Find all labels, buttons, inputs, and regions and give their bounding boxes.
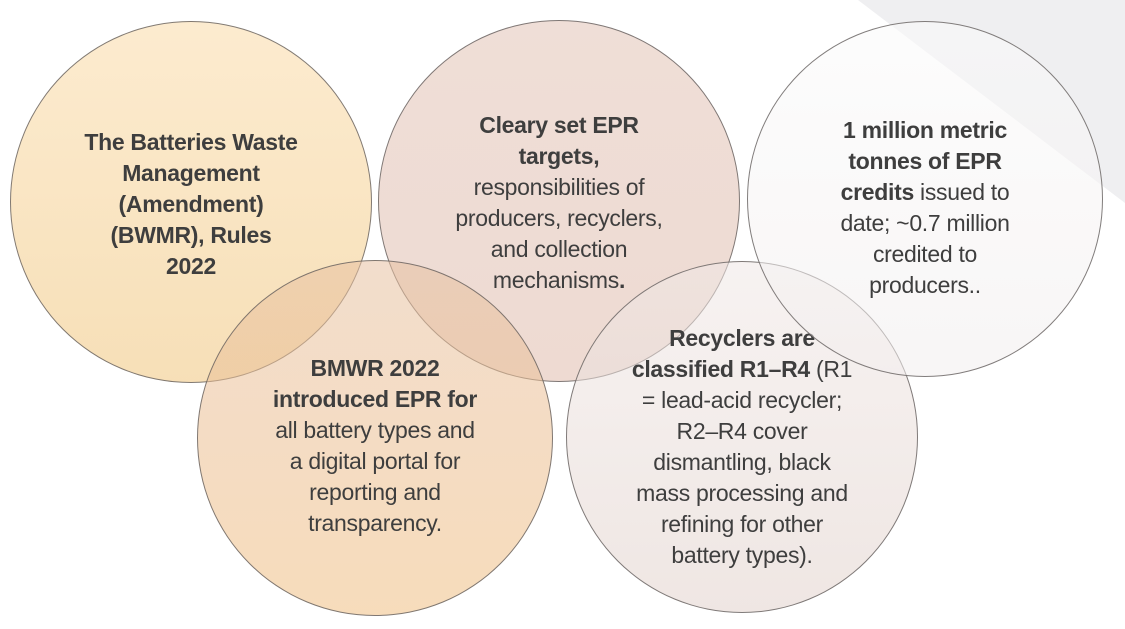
circle-text-epr-targets: Cleary set EPRtargets,responsibilities o… — [455, 112, 663, 293]
circle-text-epr-credits: 1 million metrictonnes of EPRcredits iss… — [840, 117, 1010, 298]
circle-batteries-waste-rules: The Batteries WasteManagement(Amendment)… — [10, 21, 372, 383]
circle-text-bmwr-epr-portal: BMWR 2022introduced EPR forall battery t… — [272, 355, 478, 536]
circle-epr-credits: 1 million metrictonnes of EPRcredits iss… — [747, 21, 1103, 377]
circle-text-batteries-waste-rules: The Batteries WasteManagement(Amendment)… — [84, 128, 298, 279]
circle-recycler-classification: Recyclers areclassified R1–R4 (R1= lead-… — [566, 261, 918, 613]
circle-bmwr-epr-portal: BMWR 2022introduced EPR forall battery t… — [197, 260, 553, 616]
circle-text-recycler-classification: Recyclers areclassified R1–R4 (R1= lead-… — [631, 325, 853, 568]
